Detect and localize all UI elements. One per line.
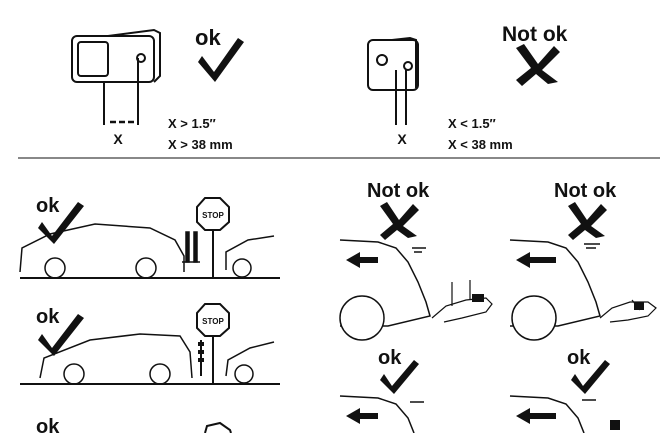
not-ok-label-top: Not ok (502, 23, 568, 46)
ok-label-scene3: ok (36, 416, 60, 433)
car-rear-view (509, 395, 596, 433)
left-arrow-icon (516, 252, 556, 268)
hitch-bad-line2: X < 38 mm (448, 137, 513, 152)
car-icon (39, 333, 275, 385)
not-ok-label-rear1: Not ok (367, 180, 430, 202)
bike-rack-icon (198, 340, 204, 376)
ok-label-rear4: ok (567, 347, 591, 369)
hitch-good-line2: X > 38 mm (168, 137, 233, 152)
car-rear-view (339, 239, 431, 341)
stop-sign-icon (204, 421, 232, 433)
cross-icon (568, 202, 607, 240)
hitch-good-line1: X > 1.5″ (168, 116, 216, 131)
not-ok-label-rear2: Not ok (554, 180, 617, 202)
hitch-receiver-icon (71, 28, 161, 125)
ok-label-top: ok (195, 25, 221, 50)
stop-sign-text: STOP (202, 211, 224, 220)
hitch-bad-line1: X < 1.5″ (448, 116, 496, 131)
bike-rack-icon (599, 299, 657, 323)
left-arrow-icon (346, 408, 378, 424)
x-label-bad: X (397, 131, 407, 147)
ok-label-rear3: ok (378, 347, 402, 369)
x-label-good: X (113, 131, 123, 147)
bike-rack-icon (610, 420, 620, 430)
bike-rack-icon (182, 231, 200, 263)
hitch-receiver-icon (367, 36, 419, 125)
cross-icon (380, 202, 419, 240)
left-arrow-icon (516, 408, 556, 424)
stop-sign-icon: STOP (196, 197, 230, 278)
car-rear-view (509, 239, 601, 341)
bike-rack-icon (431, 280, 493, 323)
left-arrow-icon (346, 252, 378, 268)
car-icon (19, 223, 275, 279)
cross-icon (516, 44, 560, 86)
stop-sign-text: STOP (202, 317, 224, 326)
ok-label-scene2: ok (36, 306, 60, 328)
bike-rack-icon (472, 294, 484, 302)
ok-label-scene1: ok (36, 195, 60, 217)
check-icon (380, 360, 419, 394)
bike-rack-icon (634, 302, 644, 310)
check-icon (38, 314, 84, 356)
car-rear-view (339, 395, 424, 433)
check-icon (198, 38, 244, 82)
stop-sign-icon: STOP (196, 303, 230, 384)
check-icon (571, 360, 610, 394)
